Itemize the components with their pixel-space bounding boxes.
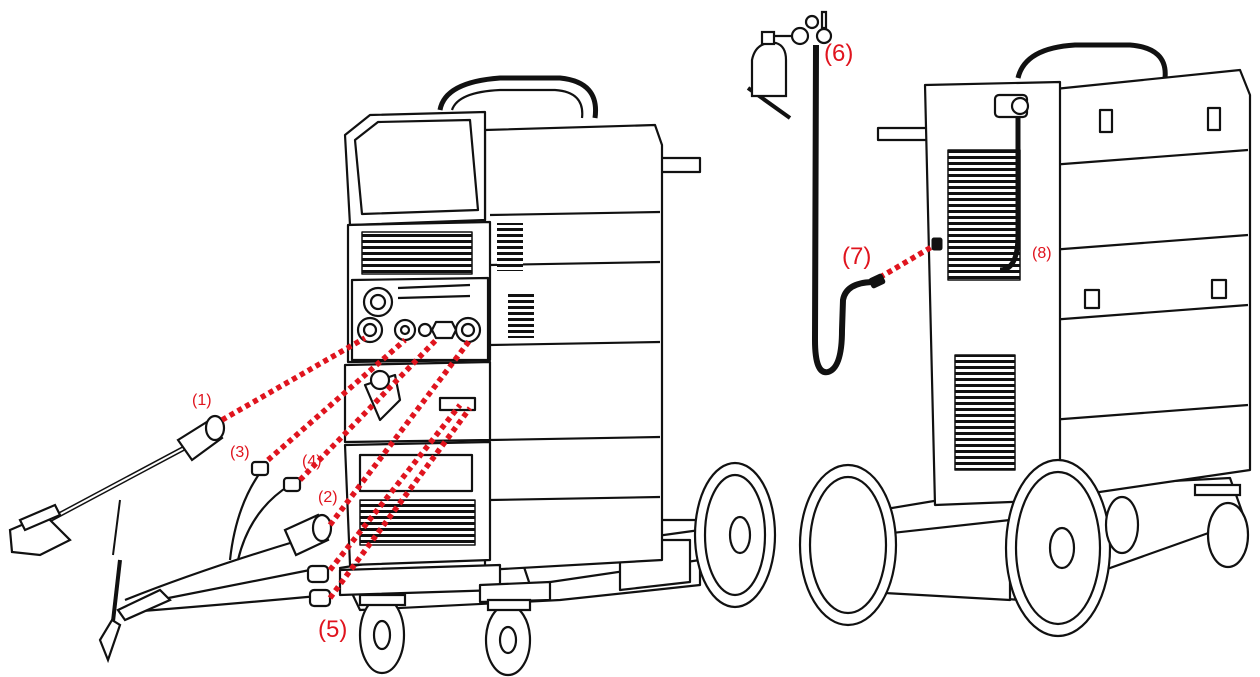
front-welder-machine [338,75,702,612]
line-3 [266,337,407,463]
ground-clamp-cable [8,414,226,557]
callout-1: (1) [192,392,212,409]
line-5a [327,403,463,572]
line-5b [327,406,473,600]
tig-torch-hose-bundle [98,460,333,664]
callout-8: (8) [1032,245,1052,262]
line-1 [220,335,367,423]
callout-7: (7) [842,243,872,270]
callout-2: (2) [318,489,338,506]
callout-5: (5) [318,616,348,643]
callout-6: (6) [824,40,854,67]
gas-hose [811,44,1021,376]
connector-plugs [868,237,943,289]
callout-3: (3) [230,444,250,461]
line-2 [327,338,473,527]
rear-wheels [798,458,1250,638]
front-wheels [358,461,777,677]
line-4 [298,336,440,482]
gas-cylinder [746,10,833,120]
callout-4: (4) [302,453,322,470]
